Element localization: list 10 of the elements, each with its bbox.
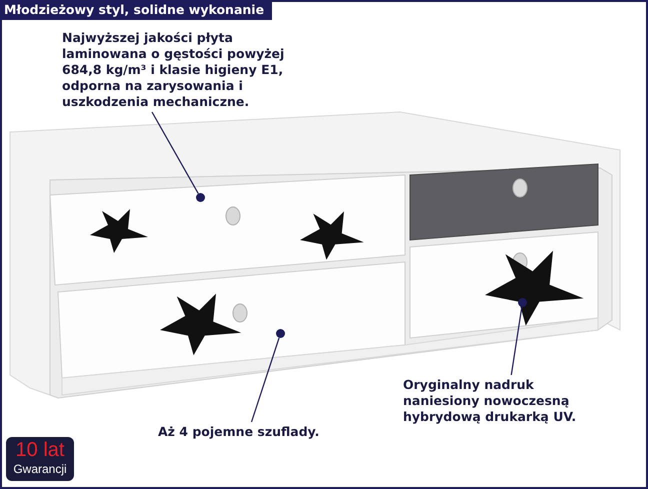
warranty-years: 10 lat (14, 439, 66, 461)
callout-text: Najwyższej jakości płyta laminowana o gęstości powyżej 684,8 kg/m³ i klasie higieny E1, odporna na zarysowania i uszkodzenia mechaniczne. (62, 30, 312, 110)
leader-line (510, 306, 522, 376)
callout-text: Oryginalny nadruk naniesiony nowoczesną hybrydową drukarką UV. (403, 377, 593, 425)
title-banner: Młodzieżowy styl, solidne wykonanie (0, 0, 272, 20)
warranty-label: Gwarancji (12, 461, 68, 477)
leader-line (250, 338, 280, 422)
warranty-badge (6, 437, 74, 481)
leader-line (151, 112, 199, 194)
callout-text: Aż 4 pojemne szuflady. (158, 424, 328, 440)
